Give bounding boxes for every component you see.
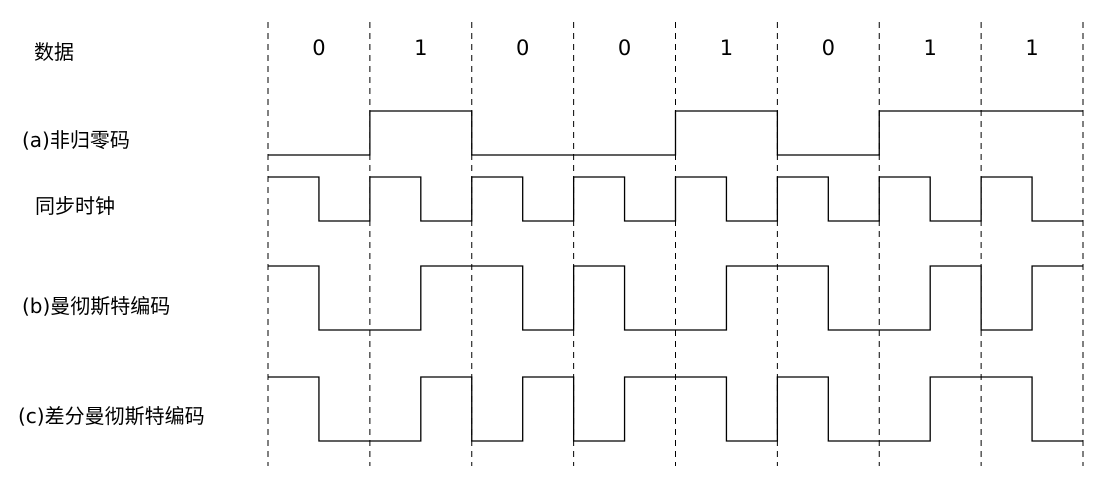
- data-bit-label: 1: [720, 36, 733, 60]
- data-bit-label: 0: [618, 36, 631, 60]
- clock-waveform: [268, 176, 1083, 222]
- data-bit-label: 0: [516, 36, 529, 60]
- clock-row-label: 同步时钟: [35, 194, 115, 218]
- bit-boundary-lines: [267, 22, 1084, 466]
- data-bit-label: 1: [414, 36, 427, 60]
- data-bit-label: 1: [924, 36, 937, 60]
- diff-manchester-waveform: [268, 376, 1083, 442]
- waveforms: [268, 110, 1083, 442]
- data-bit-label: 1: [1025, 36, 1038, 60]
- data-row-label: 数据: [34, 40, 74, 64]
- diff-manchester-row-label: (c)差分曼彻斯特编码: [18, 404, 205, 428]
- manchester-row-label: (b)曼彻斯特编码: [22, 294, 171, 318]
- data-bit-labels: 0 1 0 0 1 0 1 1: [312, 36, 1039, 60]
- data-bit-label: 0: [822, 36, 835, 60]
- data-bit-label: 0: [312, 36, 325, 60]
- nrz-waveform: [268, 110, 1083, 156]
- nrz-row-label: (a)非归零码: [22, 128, 130, 152]
- manchester-waveform: [268, 265, 1083, 331]
